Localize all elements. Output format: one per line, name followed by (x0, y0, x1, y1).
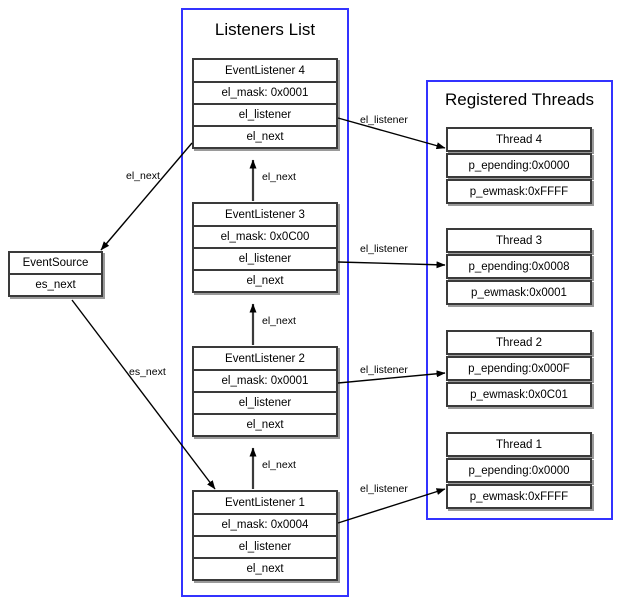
edge-el-next-4-to-source (100, 142, 193, 251)
event-listener-1-field-el-listener: el_listener (192, 535, 338, 559)
event-listener-4-field-el-next: el_next (192, 125, 338, 149)
struct-event-listener-2: EventListener 2 el_mask: 0x0001 el_liste… (192, 346, 338, 437)
edge-label-el-next-source: el_next (126, 170, 160, 182)
event-listener-4-name: EventListener 4 (192, 58, 338, 83)
edge-label-el-listener-1: el_listener (360, 483, 408, 495)
panel-listeners-list-title: Listeners List (214, 20, 316, 39)
struct-thread-3: Thread 3 p_epending:0x0008 p_ewmask:0x00… (446, 228, 592, 305)
thread-1-field-p-ewmask: p_ewmask:0xFFFF (446, 484, 592, 509)
event-listener-2-field-el-listener: el_listener (192, 391, 338, 415)
event-listener-1-field-el-mask: el_mask: 0x0004 (192, 513, 338, 537)
struct-thread-1: Thread 1 p_epending:0x0000 p_ewmask:0xFF… (446, 432, 592, 509)
event-listener-3-field-el-next: el_next (192, 269, 338, 293)
panel-registered-threads (426, 80, 613, 520)
edge-label-el-listener-3: el_listener (360, 243, 408, 255)
struct-thread-4: Thread 4 p_epending:0x0000 p_ewmask:0xFF… (446, 127, 592, 204)
thread-4-field-p-epending: p_epending:0x0000 (446, 153, 592, 178)
edge-label-el-listener-4: el_listener (360, 114, 408, 126)
panel-registered-threads-title: Registered Threads (445, 90, 594, 109)
edge-label-el-next-2-1: el_next (262, 459, 296, 471)
edge-label-el-next-4-3: el_next (262, 171, 296, 183)
event-listener-3-field-el-mask: el_mask: 0x0C00 (192, 225, 338, 249)
edge-label-es-next-source: es_next (129, 366, 166, 378)
thread-1-name: Thread 1 (446, 432, 592, 457)
event-listener-3-field-el-listener: el_listener (192, 247, 338, 271)
struct-event-listener-1: EventListener 1 el_mask: 0x0004 el_liste… (192, 490, 338, 581)
event-listener-2-field-el-next: el_next (192, 413, 338, 437)
event-source-name: EventSource (8, 251, 103, 275)
event-listener-1-field-el-next: el_next (192, 557, 338, 581)
thread-4-name: Thread 4 (446, 127, 592, 152)
struct-event-listener-4: EventListener 4 el_mask: 0x0001 el_liste… (192, 58, 338, 149)
struct-event-source: EventSource es_next (8, 251, 103, 297)
event-listener-2-field-el-mask: el_mask: 0x0001 (192, 369, 338, 393)
thread-1-field-p-epending: p_epending:0x0000 (446, 458, 592, 483)
event-listener-1-name: EventListener 1 (192, 490, 338, 515)
event-source-field-es-next: es_next (8, 273, 103, 297)
edge-label-el-next-3-2: el_next (262, 315, 296, 327)
thread-2-field-p-epending: p_epending:0x000F (446, 356, 592, 381)
event-listener-2-name: EventListener 2 (192, 346, 338, 371)
thread-3-field-p-epending: p_epending:0x0008 (446, 254, 592, 279)
struct-thread-2: Thread 2 p_epending:0x000F p_ewmask:0x0C… (446, 330, 592, 407)
event-listener-3-name: EventListener 3 (192, 202, 338, 227)
event-listener-4-field-el-listener: el_listener (192, 103, 338, 127)
struct-event-listener-3: EventListener 3 el_mask: 0x0C00 el_liste… (192, 202, 338, 293)
thread-3-field-p-ewmask: p_ewmask:0x0001 (446, 280, 592, 305)
thread-4-field-p-ewmask: p_ewmask:0xFFFF (446, 179, 592, 204)
event-listener-4-field-el-mask: el_mask: 0x0001 (192, 81, 338, 105)
thread-3-name: Thread 3 (446, 228, 592, 253)
thread-2-field-p-ewmask: p_ewmask:0x0C01 (446, 382, 592, 407)
edge-label-el-listener-2: el_listener (360, 364, 408, 376)
thread-2-name: Thread 2 (446, 330, 592, 355)
